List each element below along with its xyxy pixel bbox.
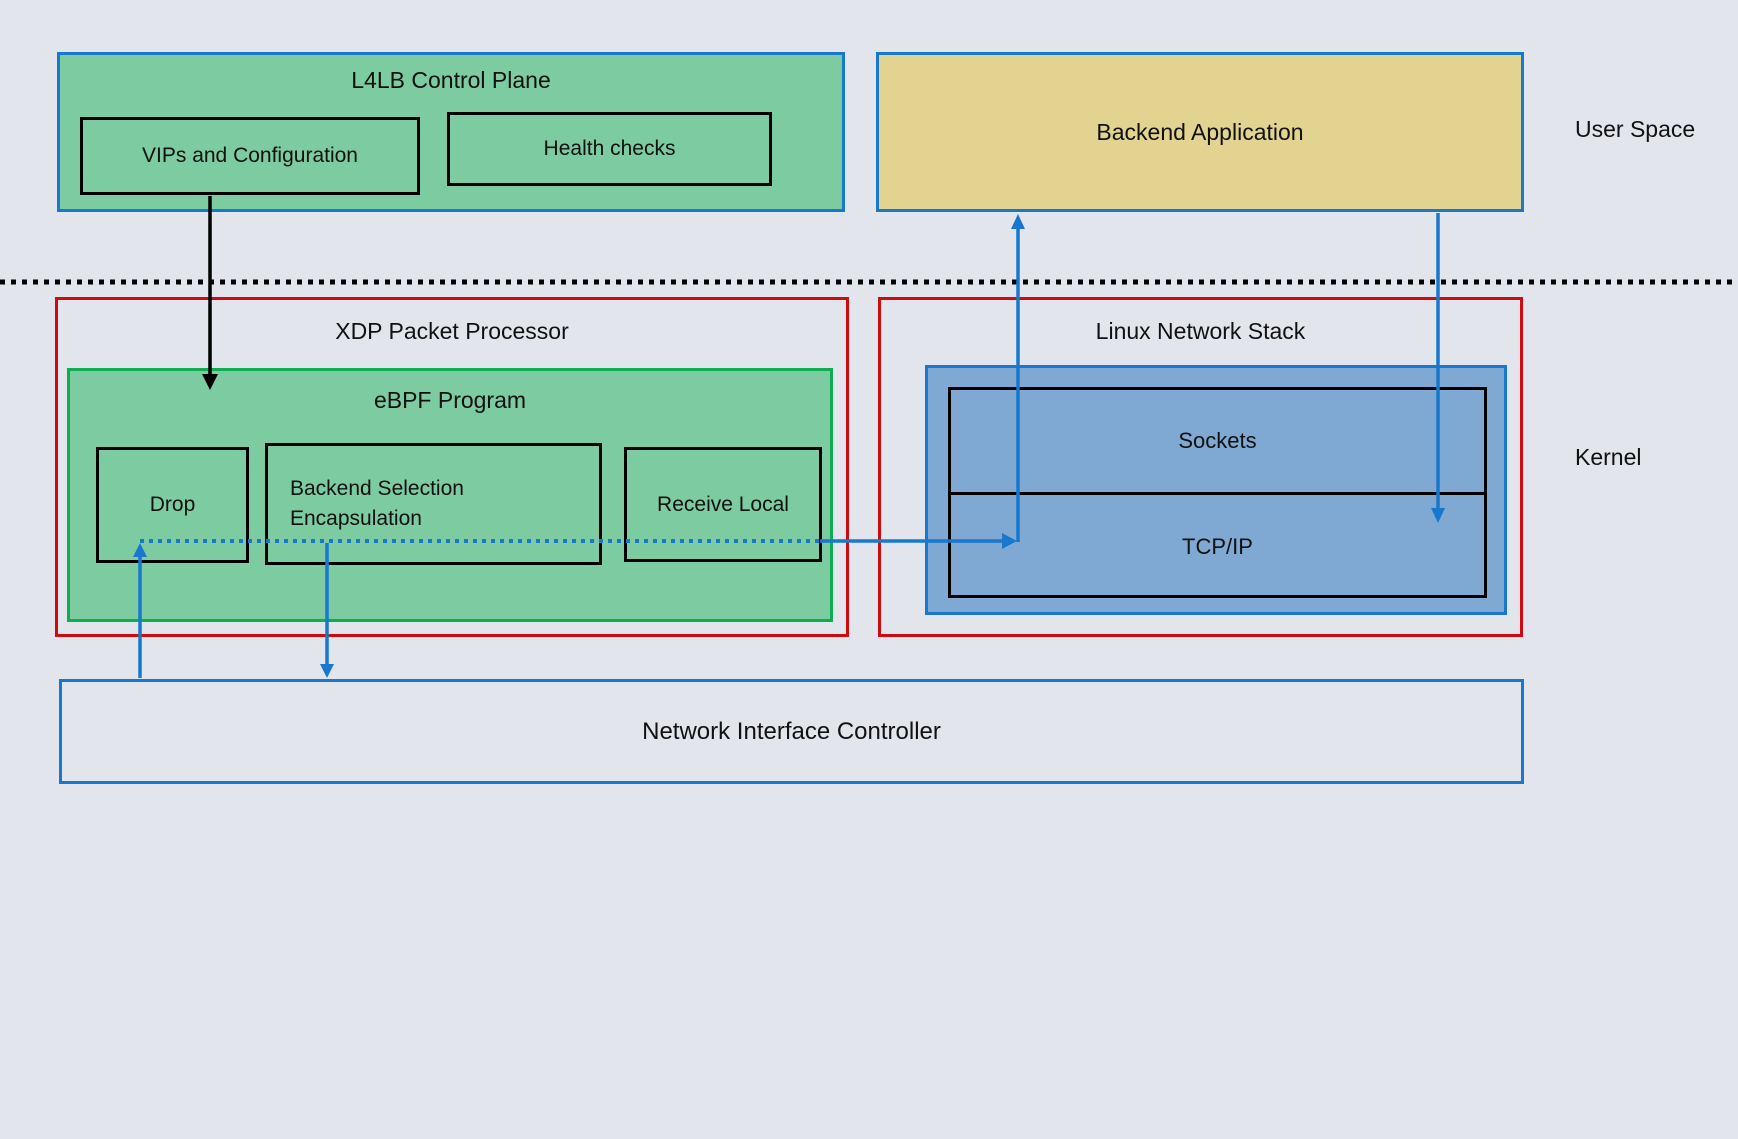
drop-box: Drop xyxy=(96,447,249,563)
backend-application-box: Backend Application xyxy=(876,52,1524,212)
xdp-packet-processor-box: XDP Packet Processor xyxy=(55,297,849,637)
backend-selection-label: Backend Selection xyxy=(290,476,464,500)
sockets-label: Sockets xyxy=(1178,428,1257,453)
network-interface-controller-box: Network Interface Controller xyxy=(59,679,1524,784)
user-space-label: User Space xyxy=(1575,116,1696,142)
health-checks-label: Health checks xyxy=(543,137,676,160)
sockets-tcpip-box: Sockets TCP/IP xyxy=(948,387,1487,598)
receive-local-box: Receive Local xyxy=(624,447,822,562)
encapsulation-label: Encapsulation xyxy=(290,507,422,530)
ebpf-program-title: eBPF Program xyxy=(373,387,527,413)
xdp-packet-processor-title: XDP Packet Processor xyxy=(335,318,569,344)
receive-local-label: Receive Local xyxy=(657,492,789,516)
tcpip-section: TCP/IP xyxy=(951,495,1484,598)
linux-network-stack-title: Linux Network Stack xyxy=(1095,318,1306,344)
kernel-label: Kernel xyxy=(1575,444,1642,470)
backend-application-label: Backend Application xyxy=(1096,118,1304,145)
sockets-section: Sockets xyxy=(951,390,1484,495)
linux-network-stack-box: Linux Network Stack xyxy=(878,297,1523,637)
l4lb-control-plane-title: L4LB Control Plane xyxy=(351,67,551,93)
vips-configuration-label: VIPs and Configuration xyxy=(142,144,358,167)
tcpip-label: TCP/IP xyxy=(1182,533,1253,559)
drop-label: Drop xyxy=(149,493,196,516)
health-checks-box: Health checks xyxy=(447,112,772,186)
vips-configuration-box: VIPs and Configuration xyxy=(80,117,420,195)
network-interface-controller-label: Network Interface Controller xyxy=(642,717,941,745)
backend-selection-encapsulation-box: Backend Selection Encapsulation xyxy=(265,443,602,565)
